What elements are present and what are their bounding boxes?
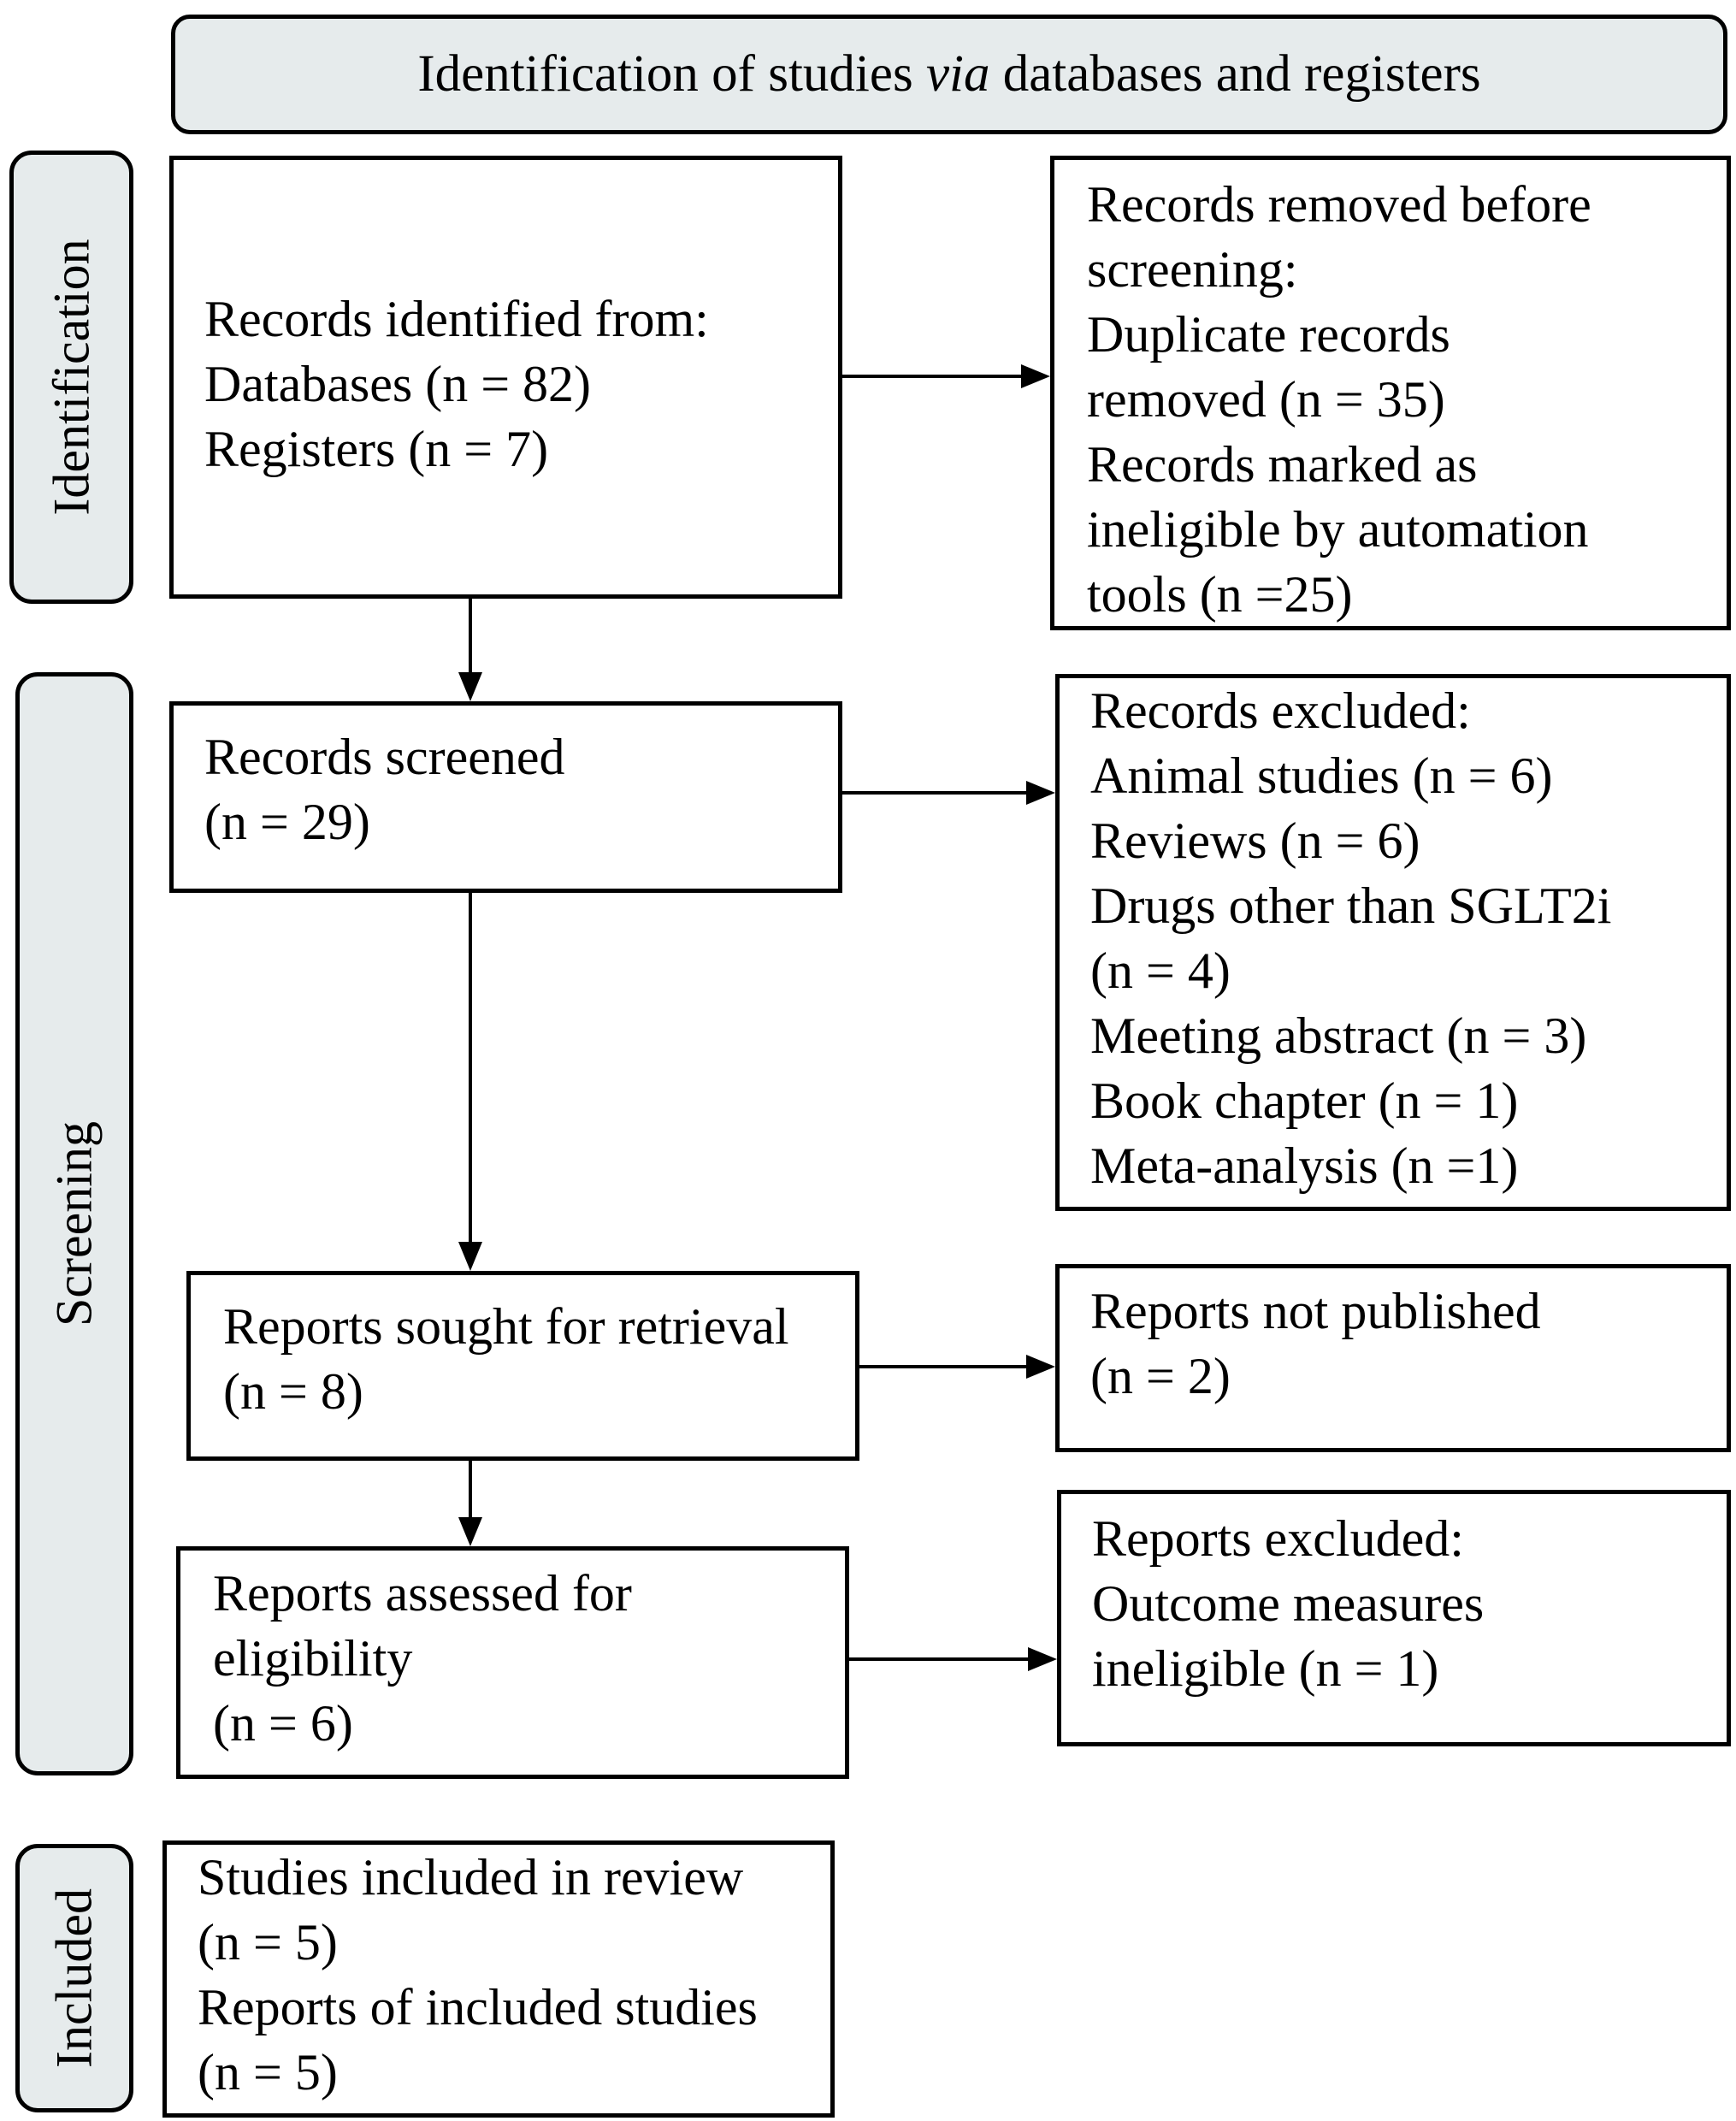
- phase-screening: Screening: [15, 672, 133, 1775]
- phase-identification: Identification: [9, 151, 133, 604]
- box-line: removed (n = 35): [1087, 371, 1445, 428]
- box-line: (n = 5): [198, 1914, 338, 1970]
- box-line: Records removed before: [1087, 176, 1591, 233]
- box-line: Meta-analysis (n =1): [1090, 1137, 1519, 1194]
- box-line: ineligible by automation: [1087, 501, 1589, 558]
- box-line: Records screened: [204, 729, 565, 785]
- box-line: Databases (n = 82): [204, 356, 592, 412]
- records-screened-box: Records screened (n = 29): [169, 701, 842, 893]
- box-line: Duplicate records: [1087, 306, 1450, 363]
- box-line: Reviews (n = 6): [1090, 812, 1420, 869]
- box-line: Outcome measures: [1092, 1575, 1485, 1632]
- box-line: eligibility: [213, 1630, 413, 1687]
- arrowhead: [458, 1242, 482, 1271]
- records-identified-box: Records identified from: Databases (n = …: [169, 156, 842, 599]
- box-line: tools (n =25): [1087, 566, 1353, 623]
- box-line: (n = 8): [223, 1363, 363, 1420]
- arrowhead: [458, 672, 482, 701]
- box-line: Book chapter (n = 1): [1090, 1072, 1519, 1129]
- box-line: Reports sought for retrieval: [223, 1298, 789, 1355]
- box-line: (n = 4): [1090, 942, 1231, 999]
- box-line: Reports assessed for: [213, 1565, 632, 1622]
- box-line: ineligible (n = 1): [1092, 1640, 1439, 1697]
- arrowhead: [1026, 1355, 1055, 1379]
- box-line: screening:: [1087, 241, 1298, 298]
- box-line: Records identified from:: [204, 291, 709, 347]
- reports-not-published-box: Reports not published (n = 2): [1055, 1264, 1731, 1452]
- box-line: Records marked as: [1087, 436, 1478, 493]
- records-excluded-box: Records excluded: Animal studies (n = 6)…: [1055, 674, 1731, 1211]
- box-line: Registers (n = 7): [204, 421, 549, 477]
- box-line: Reports of included studies: [198, 1979, 758, 2035]
- phase-included: Included: [15, 1844, 133, 2112]
- records-removed-box: Records removed before screening: Duplic…: [1050, 156, 1731, 630]
- arrowhead: [458, 1517, 482, 1546]
- studies-included-box: Studies included in review (n = 5) Repor…: [162, 1840, 835, 2118]
- reports-sought-box: Reports sought for retrieval (n = 8): [186, 1271, 859, 1461]
- box-line: (n = 6): [213, 1695, 353, 1752]
- box-line: Records excluded:: [1090, 682, 1471, 739]
- box-line: (n = 5): [198, 2044, 338, 2100]
- box-line: Drugs other than SGLT2i: [1090, 877, 1612, 934]
- header-box: Identification of studies via databases …: [171, 15, 1727, 134]
- box-line: (n = 2): [1090, 1348, 1231, 1404]
- box-line: Animal studies (n = 6): [1090, 747, 1553, 804]
- box-line: (n = 29): [204, 794, 370, 850]
- header-title: Identification of studies via databases …: [417, 45, 1481, 103]
- box-line: Studies included in review: [198, 1849, 744, 1905]
- reports-assessed-box: Reports assessed for eligibility (n = 6): [176, 1546, 849, 1779]
- arrowhead: [1028, 1647, 1057, 1671]
- arrowhead: [1021, 364, 1050, 388]
- arrowhead: [1026, 781, 1055, 805]
- box-line: Reports not published: [1090, 1283, 1541, 1339]
- reports-excluded-box: Reports excluded: Outcome measures ineli…: [1057, 1490, 1731, 1746]
- box-line: Meeting abstract (n = 3): [1090, 1007, 1587, 1064]
- box-line: Reports excluded:: [1092, 1510, 1464, 1567]
